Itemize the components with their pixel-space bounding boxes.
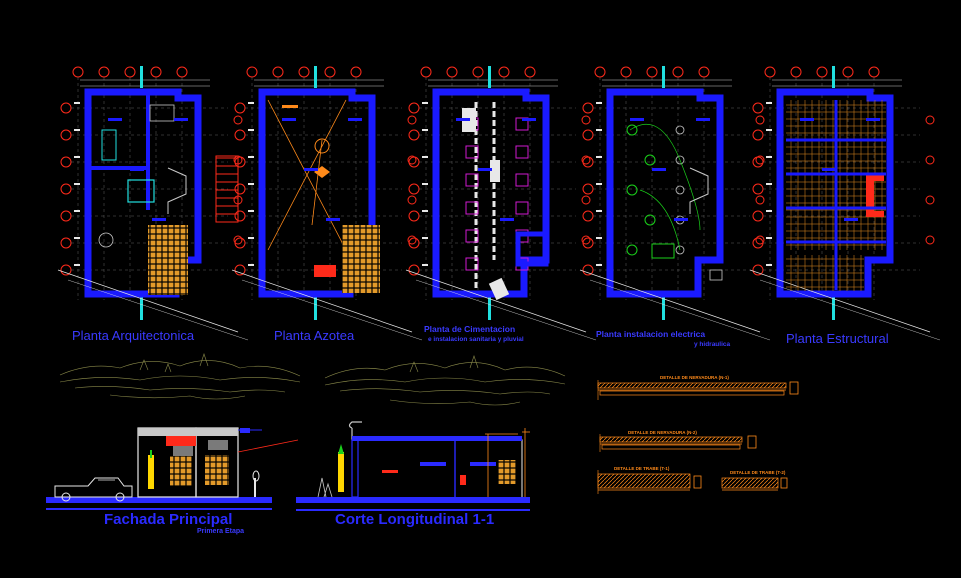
- floor-plan-4: [579, 66, 771, 341]
- plan-title-arquitectonica: Planta Arquitectonica: [72, 328, 195, 343]
- floor-plan-1: [57, 66, 249, 341]
- plan-title-electrica: Planta instalacion electrica: [596, 329, 706, 339]
- plan-title-estructural: Planta Estructural: [786, 331, 889, 346]
- detail-title-t1: DETALLE DE TRABE (T-1): [614, 466, 670, 471]
- floor-plans: [57, 66, 941, 341]
- facade-subtitle: Primera Etapa: [197, 528, 245, 535]
- detail-title-n2: DETALLE DE NERVADURA (N-2): [628, 430, 697, 435]
- plan-title-azotea: Planta Azotea: [274, 328, 355, 343]
- longitudinal-section: [296, 421, 530, 511]
- landscape-sketch-left: [59, 353, 301, 400]
- facade-title: Fachada Principal: [104, 511, 233, 528]
- structural-details: [597, 380, 799, 494]
- floor-plan-2: [231, 66, 423, 341]
- detail-title-t2: DETALLE DE TRABE (T-2): [730, 470, 786, 475]
- detail-title-n1: DETALLE DE NERVADURA (N-1): [660, 375, 729, 380]
- plan-title-cimentacion: Planta de Cimentacion: [424, 324, 516, 334]
- landscape-sketch-right: [324, 355, 566, 406]
- plan-subtitle-cimentacion: e instalacion sanitaria y pluvial: [428, 336, 524, 343]
- floor-plan-5: [749, 66, 941, 341]
- plan-subtitle-electrica: y hidraulica: [694, 341, 731, 348]
- floor-plan-3: [405, 66, 597, 341]
- section-title: Corte Longitudinal 1-1: [335, 511, 495, 528]
- facade-elevation: [46, 427, 299, 510]
